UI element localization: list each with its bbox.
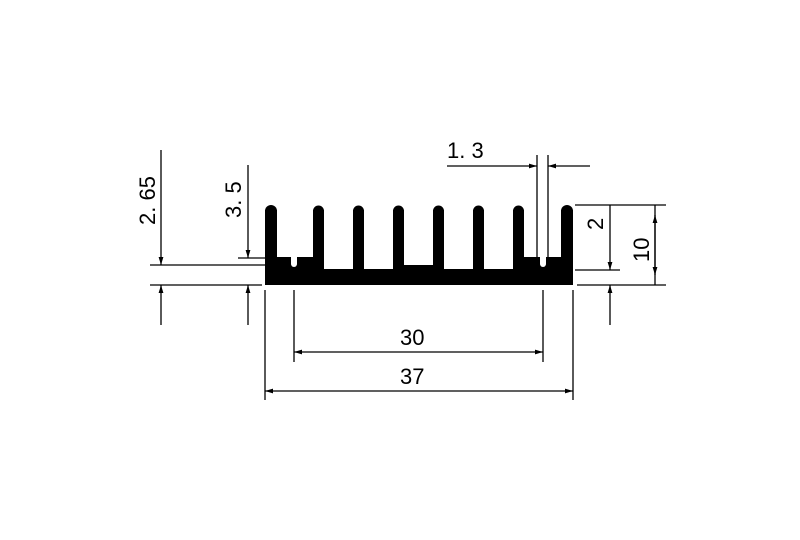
label-inner-width: 30 <box>400 325 424 350</box>
dim-pocket-depth: 3. 5 <box>221 165 265 325</box>
dim-slot-width: 1. 3 <box>447 138 590 265</box>
dim-widths: 30 37 <box>264 290 574 400</box>
label-base-thickness: 2. 65 <box>135 176 160 225</box>
label-total-width: 37 <box>400 364 424 389</box>
label-slot-width: 1. 3 <box>447 138 484 163</box>
label-total-height: 10 <box>629 238 654 262</box>
heatsink-profile <box>265 205 573 285</box>
dim-heights: 2 10 <box>575 204 666 325</box>
label-fin-offset: 2 <box>583 218 608 230</box>
label-pocket-depth: 3. 5 <box>221 181 246 218</box>
dim-base-thickness: 2. 65 <box>135 150 265 325</box>
